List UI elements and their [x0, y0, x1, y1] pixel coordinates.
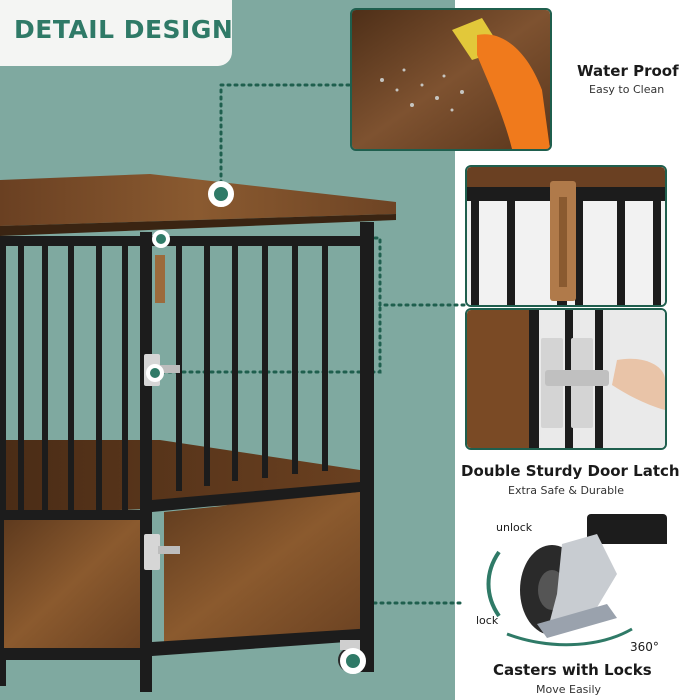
callout-dot-hinge [152, 230, 170, 248]
feature-title-casters: Casters with Locks [493, 661, 652, 679]
feature-subtitle-casters: Move Easily [536, 683, 602, 696]
glove [477, 34, 550, 149]
thumb-latch [465, 308, 667, 450]
feature-title-waterproof: Water Proof [577, 62, 679, 80]
frame-post-right [360, 222, 374, 672]
caster-bracket [547, 534, 617, 632]
feature-subtitle-waterproof: Easy to Clean [589, 83, 665, 96]
callout-line-waterproof [219, 83, 352, 192]
feature-subtitle-latch: Extra Safe & Durable [508, 484, 624, 497]
mid-rail-right [152, 482, 360, 512]
bottom-rail-right [152, 628, 374, 656]
frame-top-rail [0, 236, 374, 246]
hinge-photo [467, 167, 665, 305]
frame-post [0, 236, 6, 686]
callout-line-latch-mid [153, 303, 382, 374]
feature-title-latch: Double Sturdy Door Latch [461, 462, 679, 480]
header-banner [0, 0, 232, 66]
bottom-rail-left [0, 648, 152, 660]
callout-dot-latch [146, 364, 164, 382]
lower-panel-right [164, 492, 360, 642]
lower-panel-left [4, 520, 140, 648]
thumb-hinge [465, 165, 667, 307]
latch-photo [467, 310, 665, 448]
frame-post-center [140, 232, 152, 692]
crate-illustration [0, 174, 396, 692]
crate-top [0, 174, 396, 226]
hinge [155, 255, 165, 303]
caster-unlock-label: unlock [496, 521, 533, 534]
callout-dot-top [208, 181, 234, 207]
caster-lock-pedal [537, 604, 617, 638]
thumb-waterproof [350, 8, 552, 151]
thumb-casters [465, 512, 669, 655]
latch-bolt [545, 370, 609, 386]
caster-photo [467, 514, 667, 653]
finger [612, 358, 665, 410]
mid-rail-left [0, 510, 152, 520]
waterproof-photo [352, 10, 550, 149]
door-bars-left [18, 246, 128, 516]
lock-arrow [486, 550, 501, 618]
caster-lock-label: lock [476, 614, 499, 627]
callout-dot-caster [340, 648, 366, 674]
caster-rotation-label: 360° [630, 640, 659, 654]
page-title: DETAIL DESIGN [14, 15, 234, 44]
rotation-arrow [506, 627, 633, 647]
crate-top-edge [0, 214, 396, 236]
latch-lower [144, 534, 160, 570]
